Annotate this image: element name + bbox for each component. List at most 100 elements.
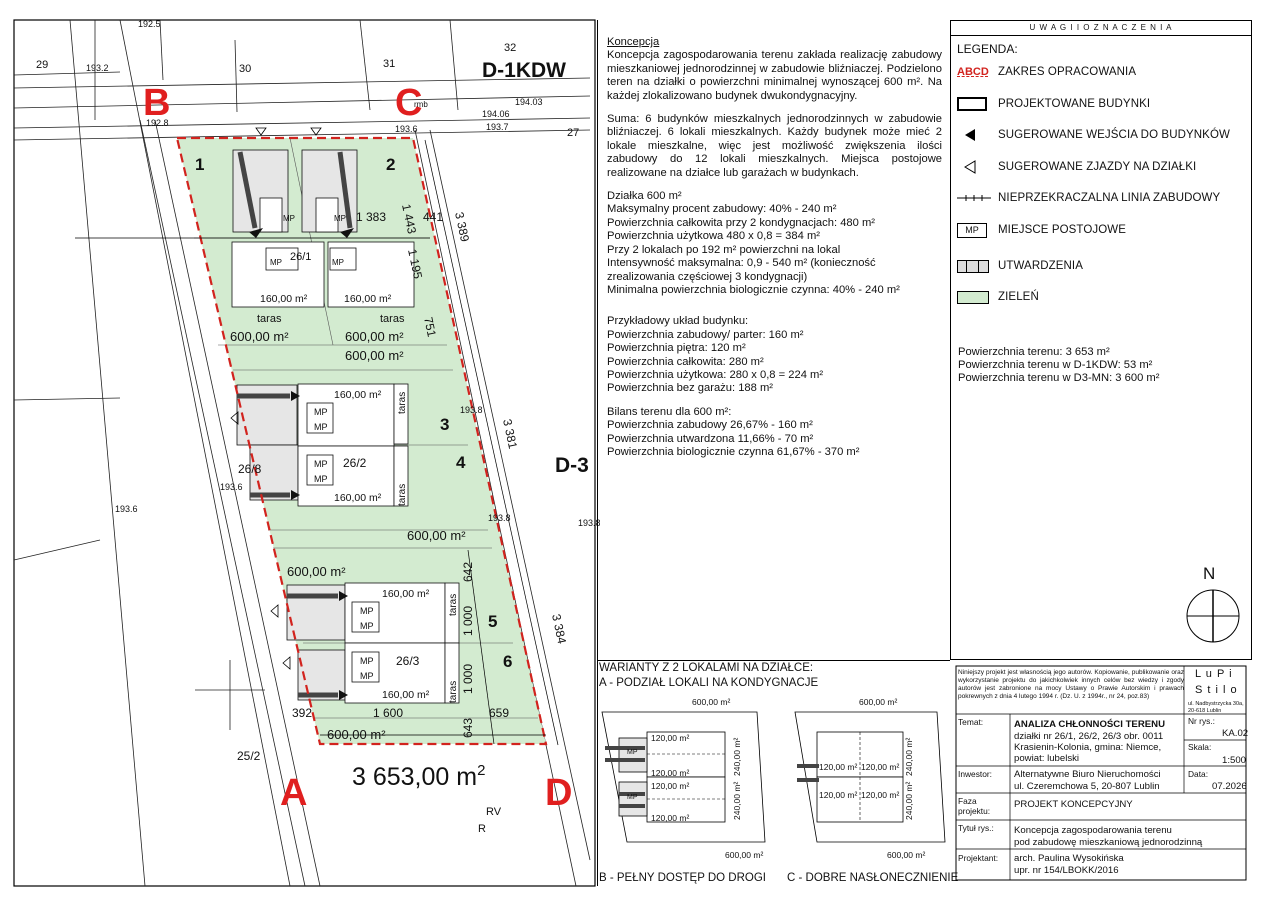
taras-6: taras	[448, 681, 459, 703]
dim-1000a: 1 000	[461, 606, 475, 636]
neighbor-30: 30	[239, 63, 251, 75]
var-120-6: 120,00 m²	[861, 762, 899, 772]
legend-row-driveways: SUGEROWANE ZJAZDY NA DZIAŁKI	[957, 157, 1196, 177]
lot-area-1: 600,00 m²	[230, 329, 289, 344]
mp-5: MP	[314, 407, 328, 417]
elev-11: 193.6	[220, 482, 243, 492]
dim-643: 643	[461, 718, 475, 738]
elev-1: 192.5	[138, 19, 161, 29]
layout-line: Powierzchnia całkowita: 280 m²	[607, 355, 764, 368]
entrance-icon	[957, 126, 993, 144]
building-area-4: 160,00 m²	[334, 492, 382, 504]
calc-line: Minimalna powierzchnia biologicznie czyn…	[607, 283, 900, 296]
var-240-2: 240,00 m²	[732, 782, 742, 820]
lot-number-5: 5	[488, 612, 497, 631]
taras-3: taras	[397, 392, 408, 414]
building-line-symbol	[957, 189, 993, 207]
data-label: Data:	[1188, 769, 1209, 779]
var-right-area-bottom: 600,00 m²	[887, 850, 925, 860]
concept-heading: Koncepcja	[607, 36, 660, 48]
concept-paragraph-1: Koncepcja zagospodarowania terenu zakład…	[607, 49, 942, 102]
elev-5: 194.03	[515, 97, 543, 107]
variant-a-label: A - PODZIAŁ LOKALI NA KONDYGNACJE	[599, 677, 819, 689]
tytul-line-2: pod zabudowę mieszkaniową jednorodzinną	[1014, 837, 1203, 848]
legend-title: LEGENDA:	[957, 42, 1018, 56]
site-plan: D-1KDW D-3 B C A D 3 653,00 m2 1 2 3 4 5…	[13, 19, 600, 887]
lot-area-5: 600,00 m²	[287, 564, 346, 579]
street-label: D-1KDW	[482, 59, 566, 82]
mp-10: MP	[360, 621, 374, 631]
lot-number-4: 4	[456, 453, 466, 472]
street-label-right: D-3	[555, 454, 589, 477]
var-120-1: 120,00 m²	[651, 733, 689, 743]
driveway-icon	[957, 158, 993, 176]
variants-panel	[597, 660, 950, 886]
legend-row-scope: ABCD ZAKRES OPRACOWANIA	[957, 62, 1136, 82]
data-value: 07.2026	[1212, 781, 1247, 792]
dim-1000b: 1 000	[461, 664, 475, 694]
elev-6: 194.06	[482, 109, 510, 119]
elev-12: 193.8	[578, 518, 600, 528]
parcel-label-26-2: 26/2	[343, 456, 367, 470]
inwestor-label: Inwestor:	[958, 769, 992, 779]
legend-row-buildings: PROJEKTOWANE BUDYNKI	[957, 94, 1150, 114]
elev-2: 193.2	[86, 63, 109, 73]
layout-line: Powierzchnia użytkowa: 280 x 0,8 = 224 m…	[607, 368, 824, 381]
building-area-3: 160,00 m²	[334, 389, 382, 401]
dim-659: 659	[489, 706, 509, 720]
layout-line: Powierzchnia piętra: 120 m²	[607, 342, 746, 355]
var-120-7: 120,00 m²	[819, 790, 857, 800]
var-left-area-top: 600,00 m²	[692, 697, 730, 707]
title-block-grid	[955, 665, 1247, 881]
mp-12: MP	[360, 671, 374, 681]
layout-line: Przykładowy układ budynku:	[607, 315, 749, 328]
balance-line: Powierzchnia biologicznie czynna 61,67% …	[607, 445, 860, 458]
parcel-label-26-1: 26/1	[290, 251, 311, 263]
corner-a: A	[280, 772, 307, 814]
green-symbol	[957, 288, 993, 306]
elev-3: 192.8	[146, 118, 169, 128]
dim-1195: 1 195	[405, 248, 425, 281]
dim-3381: 3 381	[500, 418, 520, 451]
variants-diagram: 600,00 m² 600,00 m² 600,00 m² 600,00 m² …	[601, 697, 946, 860]
inwestor-line-2: ul. Czeremchowa 5, 20-807 Lublin	[1014, 781, 1160, 792]
tytul-line-1: Koncepcja zagospodarowania terenu	[1014, 825, 1172, 836]
building-area-1: 160,00 m²	[260, 293, 308, 305]
dim-3389: 3 389	[452, 211, 472, 244]
var-120-4: 120,00 m²	[651, 813, 689, 823]
elev-9: 193.8	[488, 513, 511, 523]
dim-392: 392	[292, 706, 312, 720]
var-240-1: 240,00 m²	[732, 738, 742, 776]
nr-label: Nr rys.:	[1188, 716, 1215, 726]
lot-area-2: 600,00 m²	[345, 329, 404, 344]
calc-line: Powierzchnia całkowita przy 2 kondygnacj…	[607, 216, 876, 229]
logo-text-2: S t i l o	[1195, 684, 1238, 696]
neighbor-32: 32	[504, 42, 516, 54]
dim-1383: 1 383	[356, 210, 386, 224]
lot-number-1: 1	[195, 155, 204, 174]
temat-label: Temat:	[958, 717, 984, 727]
mp-7: MP	[314, 459, 328, 469]
concept-paragraph-2: Suma: 6 budynków mieszkalnych jednorodzi…	[607, 113, 942, 179]
legend-row-entrances: SUGEROWANE WEJŚCIA DO BUDYNKÓW	[957, 125, 1230, 145]
scope-symbol: ABCD	[957, 66, 989, 78]
area-mn: Powierzchnia terenu w D3-MN: 3 600 m²	[958, 372, 1160, 384]
studio-address: ul. Nadbystrzycka 30a, 20-618 Lublin	[1188, 701, 1244, 714]
logo-text-1: L u P i	[1195, 668, 1233, 680]
parking-symbol: MP	[957, 221, 993, 239]
inwestor-line-1: Alternatywne Biuro Nieruchomości	[1014, 769, 1161, 780]
var-left-area-bottom: 600,00 m²	[725, 850, 763, 860]
var-240-4: 240,00 m²	[904, 782, 914, 820]
neighbor-29: 29	[36, 59, 48, 71]
legend-row-green: ZIELEŃ	[957, 287, 1039, 307]
legend-row-building-line: NIEPRZEKRACZALNA LINIA ZABUDOWY	[957, 188, 1220, 208]
mp-4: MP	[332, 258, 344, 267]
calc-line: Maksymalny procent zabudowy: 40% - 240 m…	[607, 203, 837, 216]
dim-1600: 1 600	[373, 706, 403, 720]
elev-10: 193.6	[115, 504, 138, 514]
var-mp-2: MP	[627, 794, 638, 801]
var-mp-1: MP	[627, 749, 638, 756]
projektant-line-1: arch. Paulina Wysokińska	[1014, 853, 1124, 864]
dim-642: 642	[461, 562, 475, 582]
legend-row-pavement: UTWARDZENIA	[957, 256, 1083, 276]
